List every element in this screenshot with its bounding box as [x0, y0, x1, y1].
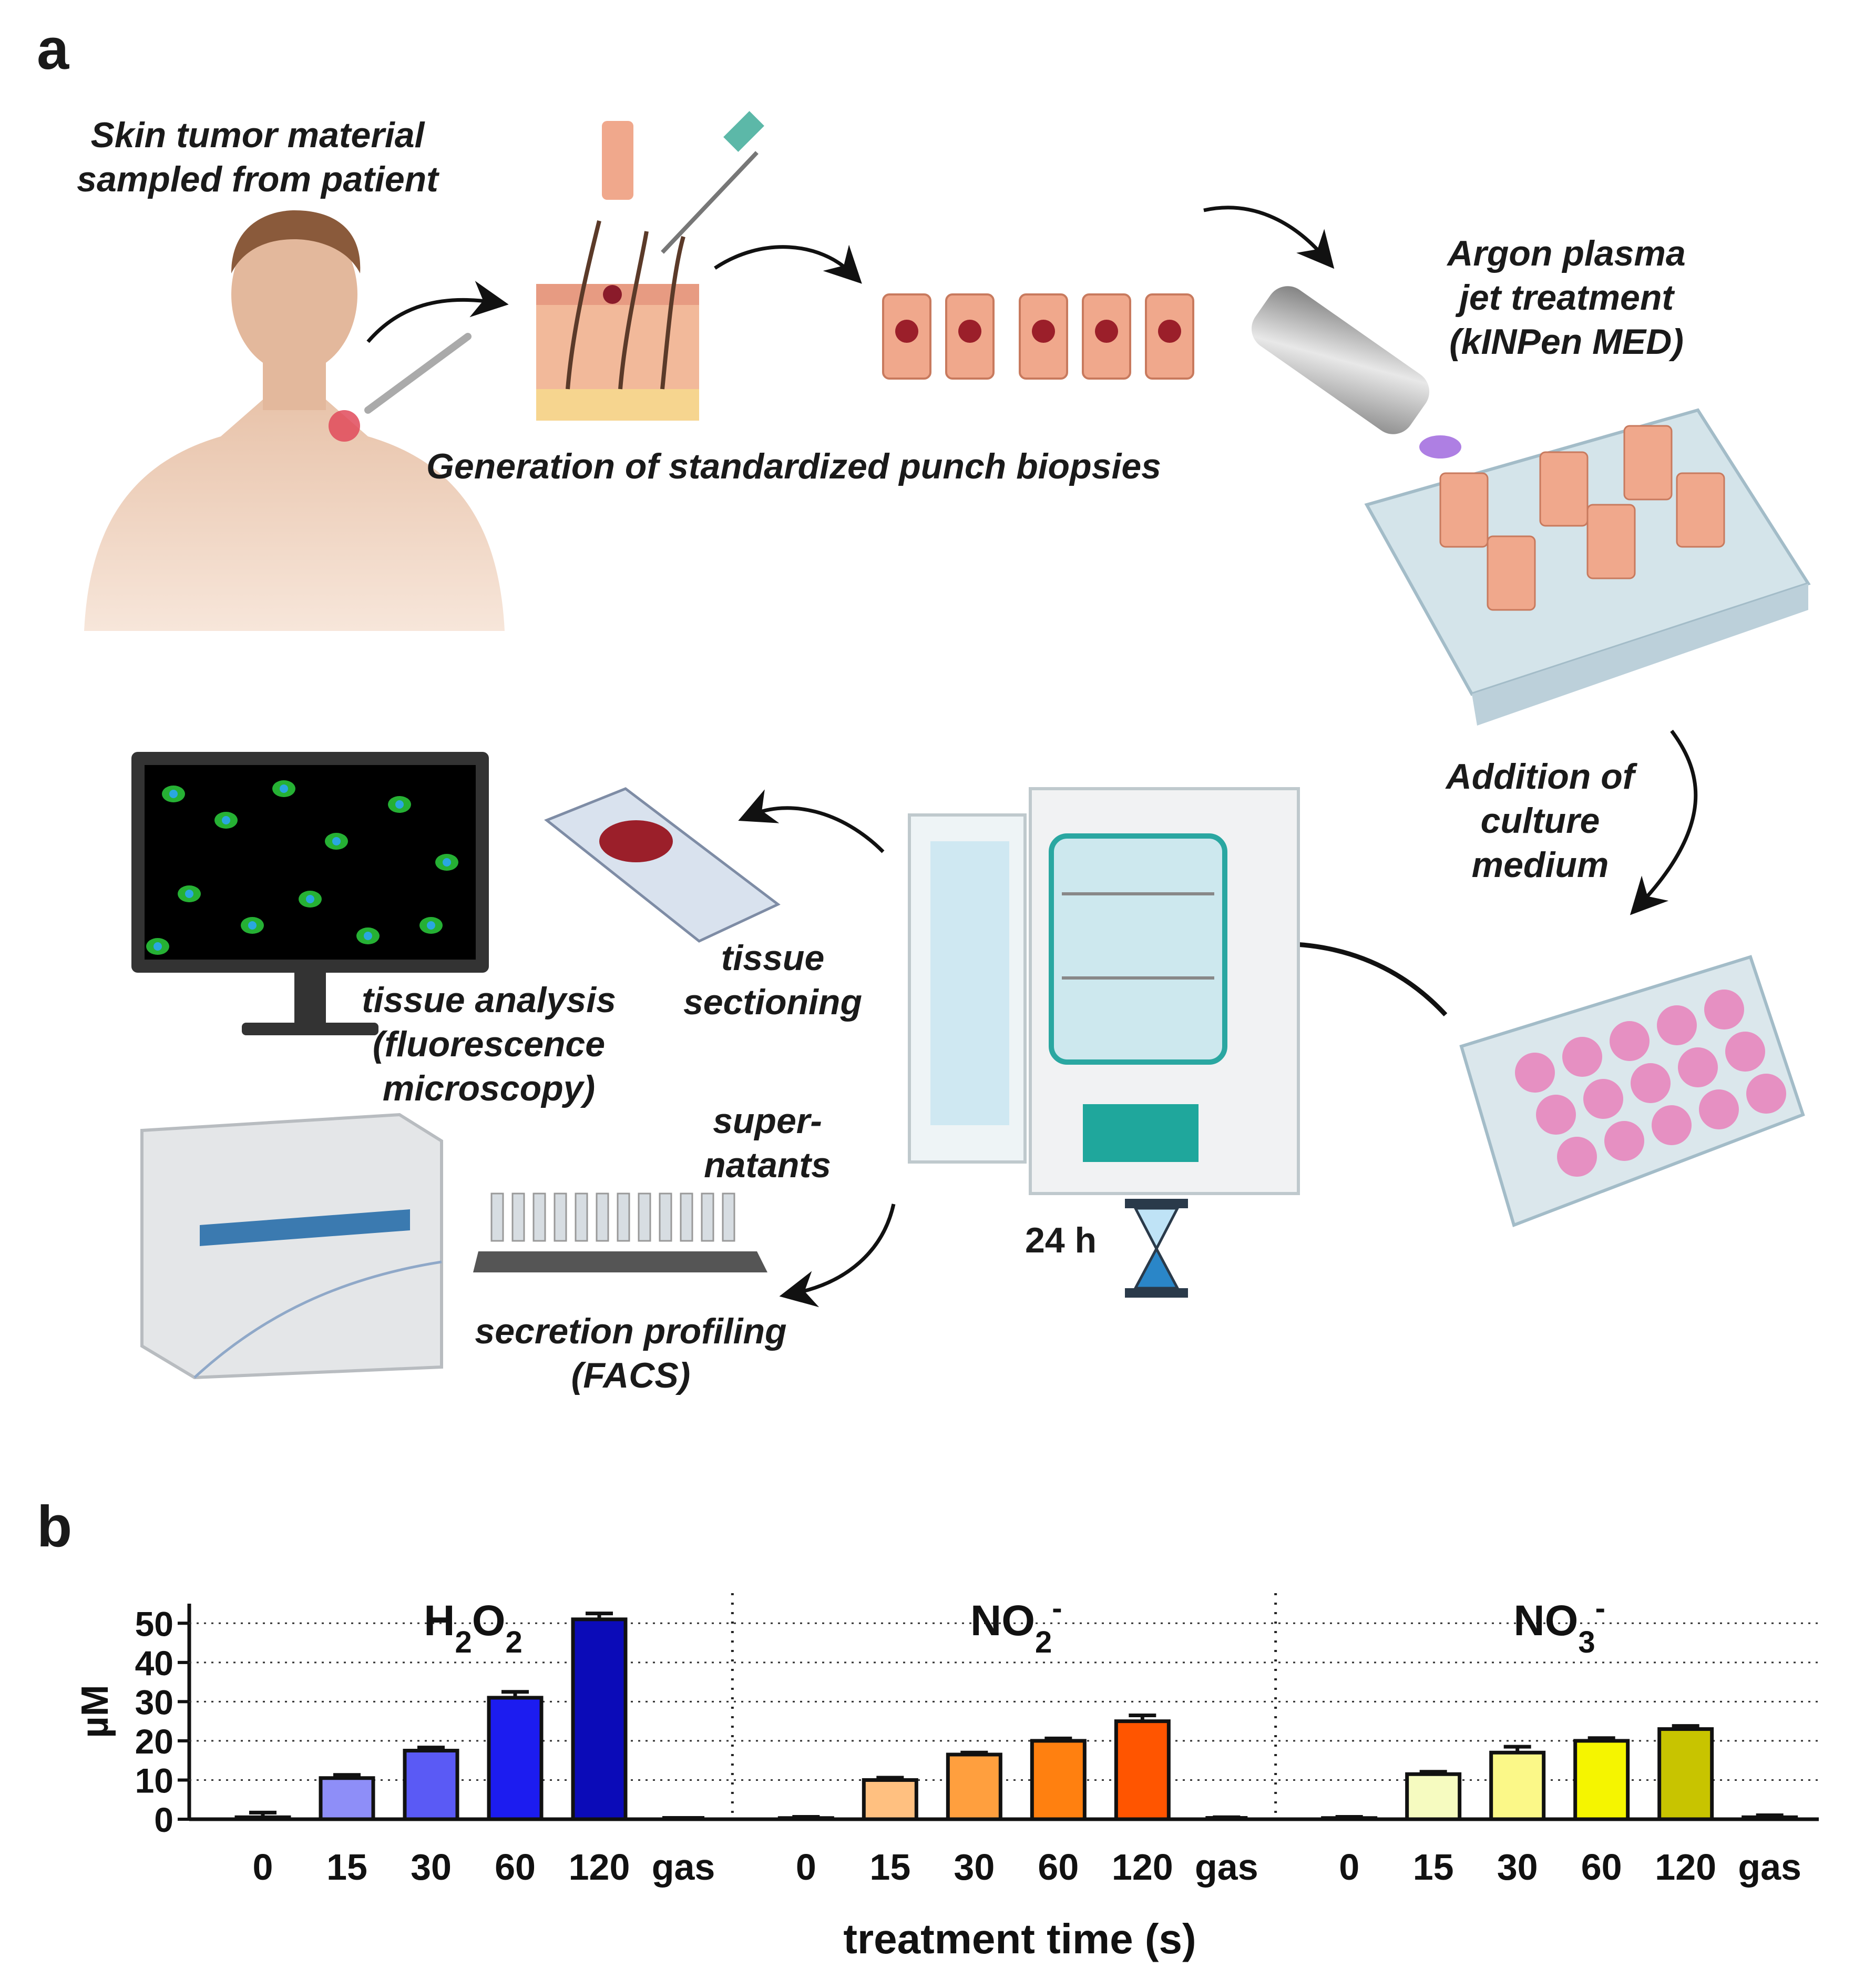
group-label: NO2- — [970, 1591, 1062, 1659]
x-tick-label: 30 — [1497, 1847, 1538, 1888]
caption-analysis-line2: (fluorescence — [372, 1024, 606, 1064]
x-tick-label: 15 — [326, 1847, 367, 1888]
x-axis-label: treatment time (s) — [843, 1915, 1196, 1962]
bar — [403, 1749, 459, 1821]
bar — [1657, 1727, 1714, 1821]
group-label: H2O2 — [424, 1597, 523, 1659]
bar — [1573, 1739, 1630, 1821]
bar — [862, 1778, 918, 1821]
x-tick-label: gas — [1195, 1847, 1258, 1888]
caption-sectioning-line1: tissue — [721, 938, 825, 978]
flow-cytometer — [140, 1113, 443, 1380]
bar — [319, 1776, 375, 1821]
x-tick-label: 0 — [796, 1847, 816, 1888]
caption-sectioning-line2: sectioning — [683, 982, 863, 1022]
incubator — [908, 787, 1300, 1195]
workflow-illustration — [84, 111, 1811, 1380]
y-axis-label: µM — [74, 1685, 116, 1738]
bar — [571, 1617, 628, 1821]
hourglass-icon — [1125, 1199, 1188, 1298]
caption-analysis-line1: tissue analysis — [362, 980, 616, 1020]
caption-profiling-line1: secretion profiling — [475, 1311, 787, 1351]
caption-analysis-line3: microscopy) — [382, 1068, 596, 1108]
x-tick-label: 0 — [1339, 1847, 1359, 1888]
caption-medium: Addition of culture medium — [1382, 755, 1698, 887]
well-plate-top — [1364, 408, 1811, 726]
culture-plate — [1459, 955, 1805, 1227]
x-tick-label: 120 — [1112, 1847, 1173, 1888]
panel-letter-a: a — [37, 17, 69, 81]
plasma-pen — [1251, 286, 1461, 458]
y-tick-label: 0 — [154, 1800, 173, 1839]
caption-patient: Skin tumor material sampled from patient — [53, 113, 463, 201]
bar — [946, 1752, 1002, 1821]
caption-medium-line3: medium — [1471, 845, 1609, 885]
y-tick-label: 30 — [135, 1683, 173, 1721]
x-tick-label: 60 — [1038, 1847, 1079, 1888]
tissue-slide — [544, 787, 781, 943]
bar — [234, 1815, 291, 1821]
caption-plasma-line3: (kINPen MED) — [1449, 322, 1684, 362]
caption-medium-line1: Addition of — [1446, 757, 1635, 797]
caption-plasma: Argon plasma jet treatment (kINPen MED) — [1382, 231, 1750, 364]
bar — [1030, 1739, 1087, 1821]
y-tick-label: 40 — [135, 1644, 173, 1683]
x-tick-label: gas — [652, 1847, 715, 1888]
caption-patient-line1: Skin tumor material — [90, 115, 425, 155]
caption-profiling-line2: (FACS) — [571, 1355, 691, 1395]
caption-analysis: tissue analysis (fluorescence microscopy… — [321, 978, 657, 1110]
tube-rack — [473, 1192, 767, 1272]
x-tick-label: 30 — [411, 1847, 452, 1888]
incubation-time: 24 h — [1025, 1220, 1097, 1260]
bar — [1405, 1772, 1462, 1821]
bar — [1114, 1719, 1171, 1821]
x-tick-label: 120 — [569, 1847, 630, 1888]
bar — [487, 1696, 544, 1821]
y-tick-label: 50 — [135, 1604, 173, 1643]
y-tick-label: 10 — [135, 1761, 173, 1800]
x-tick-label: 60 — [495, 1847, 536, 1888]
monitor — [131, 752, 489, 1035]
caption-profiling: secretion profiling (FACS) — [442, 1309, 820, 1398]
x-tick-label: gas — [1738, 1847, 1801, 1888]
x-tick-label: 15 — [1413, 1847, 1454, 1888]
caption-sectioning: tissue sectioning — [657, 936, 888, 1024]
x-tick-label: 60 — [1581, 1847, 1622, 1888]
x-tick-label: 120 — [1655, 1847, 1716, 1888]
caption-plasma-line2: jet treatment — [1459, 278, 1674, 318]
caption-patient-line2: sampled from patient — [77, 159, 438, 199]
caption-plasma-line1: Argon plasma — [1447, 233, 1686, 273]
patient-figure — [84, 210, 505, 631]
x-tick-label: 15 — [869, 1847, 910, 1888]
x-tick-label: 0 — [253, 1847, 273, 1888]
skin-block — [536, 111, 764, 421]
caption-supernatants: super- natants — [668, 1099, 867, 1187]
bar — [1742, 1815, 1798, 1821]
panel-letter-b: b — [37, 1494, 73, 1559]
group-label: NO3- — [1513, 1591, 1605, 1659]
caption-supernatants-line1: super- — [713, 1101, 822, 1141]
caption-medium-line2: culture — [1480, 801, 1600, 841]
x-tick-label: 30 — [954, 1847, 995, 1888]
bar — [1489, 1750, 1546, 1821]
caption-supernatants-line2: natants — [704, 1145, 831, 1185]
y-tick-label: 20 — [135, 1722, 173, 1761]
caption-biopsies: Generation of standardized punch biopsie… — [426, 446, 1161, 486]
